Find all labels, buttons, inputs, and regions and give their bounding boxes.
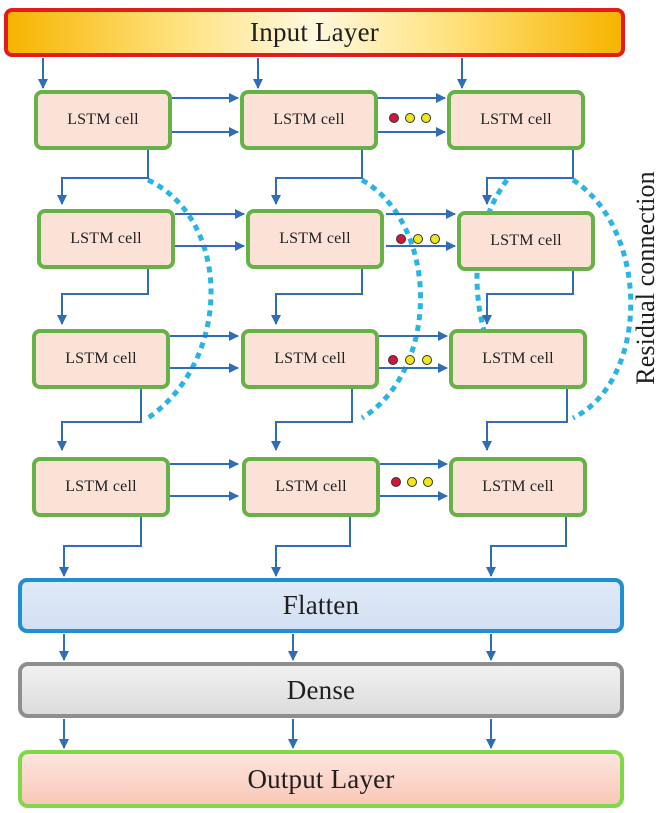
- arrow-r1-r2-c1: [57, 150, 149, 205]
- lstm-cell-r1-c1: LSTM cell: [34, 90, 172, 150]
- residual-connection-label: Residual connection: [631, 171, 660, 385]
- input-layer: Input Layer: [4, 8, 625, 57]
- arrow-r3-r4-c1: [57, 389, 142, 451]
- lstm-cell-r3-c2: LSTM cell: [241, 329, 379, 389]
- lstm-cell-r3-c3: LSTM cell: [449, 329, 587, 389]
- lstm-cell-r3-c1: LSTM cell: [32, 329, 170, 389]
- lstm-cell-r4-c3: LSTM cell: [449, 457, 587, 517]
- ellipsis-dots-row-3: [388, 355, 432, 365]
- arrow-r3-r4-c2: [271, 389, 353, 451]
- ellipsis-dots-row-2: [396, 234, 440, 244]
- arrow-r3-r4-c3: [482, 389, 568, 451]
- lstm-cell-r2-c1: LSTM cell: [37, 209, 175, 269]
- arrow-r4-to-flatten-c2: [271, 517, 351, 577]
- lstm-cell-r1-c2: LSTM cell: [240, 90, 378, 150]
- residual-connection-4: [571, 177, 634, 421]
- lstm-cell-r1-c3: LSTM cell: [447, 90, 585, 150]
- ellipsis-dots-row-4: [391, 477, 433, 487]
- ellipsis-dots-row-1: [389, 113, 431, 123]
- lstm-cell-r4-c2: LSTM cell: [242, 457, 380, 517]
- arrow-r2-r3-c3: [482, 268, 574, 325]
- arrow-r1-r2-c3: [482, 150, 574, 205]
- residual-connection-2: [360, 177, 423, 421]
- arrow-r1-r2-c2: [271, 150, 363, 205]
- dense-layer: Dense: [18, 662, 624, 718]
- lstm-cell-r2-c2: LSTM cell: [246, 209, 384, 269]
- arrow-r2-r3-c2: [271, 268, 363, 325]
- lstm-cell-r2-c3: LSTM cell: [457, 211, 595, 271]
- arrow-r4-to-flatten-c3: [486, 517, 567, 577]
- residual-connection-1: [146, 177, 214, 421]
- arrow-r4-to-flatten-c1: [59, 517, 142, 577]
- output-layer: Output Layer: [18, 750, 624, 808]
- arrow-r2-r3-c1: [57, 268, 149, 325]
- flatten-layer: Flatten: [18, 578, 624, 633]
- lstm-cell-r4-c1: LSTM cell: [32, 457, 170, 517]
